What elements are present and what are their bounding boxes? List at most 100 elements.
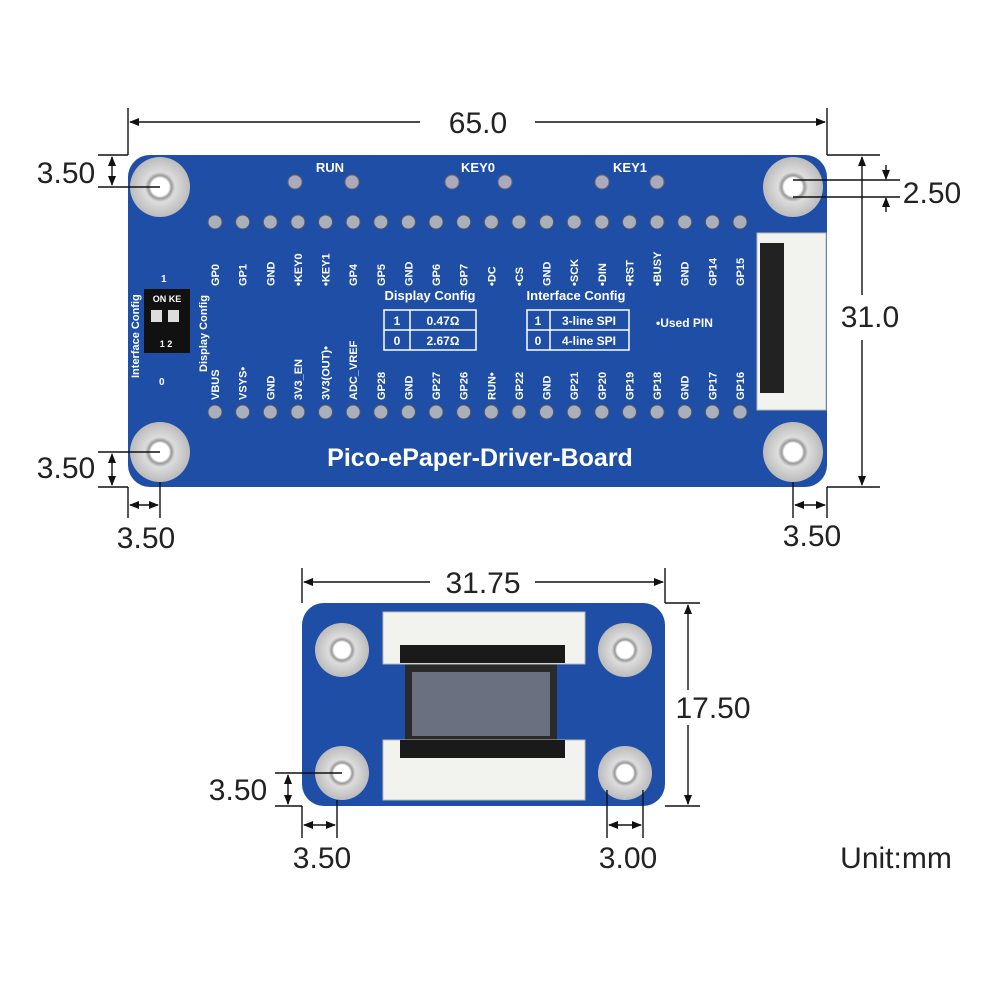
- pin-label: GP18: [652, 372, 664, 400]
- pin-pad: [345, 214, 361, 230]
- pin-label: •DC: [486, 266, 498, 286]
- fpc-connector: [756, 232, 827, 411]
- pin-label: GP16: [735, 372, 747, 400]
- pin-label: GP27: [431, 372, 443, 400]
- board-title: Pico-ePaper-Driver-Board: [327, 444, 633, 472]
- dip-switch: ON KE 1 2 1 0 Interface Config Display C…: [130, 274, 210, 388]
- pin-label: GP1: [238, 264, 250, 286]
- pin-label: GND: [680, 376, 692, 401]
- pin-pad: [290, 404, 306, 420]
- pin-label: GP20: [597, 372, 609, 400]
- pin-pad: [511, 404, 527, 420]
- svg-text:1 2: 1 2: [160, 339, 173, 349]
- pin-pad: [539, 404, 555, 420]
- bottom-left-offset: 3.50: [37, 452, 95, 485]
- button-label-key1: KEY1: [613, 160, 647, 175]
- pin-label: GP19: [624, 372, 636, 400]
- adapter-hole-y: 3.50: [209, 774, 267, 807]
- main-board-dimensions: 65.0 3.50 31.0 2.50 3.50 3.50 3.50: [37, 107, 961, 555]
- svg-text:3-line SPI: 3-line SPI: [562, 314, 616, 328]
- pin-pad: [235, 214, 251, 230]
- pin-pad: [594, 214, 610, 230]
- pin-pad: [428, 404, 444, 420]
- bottom-right-x: 3.50: [783, 520, 841, 553]
- svg-text:2.67Ω: 2.67Ω: [427, 334, 460, 348]
- pin-pad: [207, 404, 223, 420]
- pin-label: ADC_VREF: [348, 340, 360, 400]
- svg-text:0.47Ω: 0.47Ω: [427, 314, 460, 328]
- pin-label: •SCK: [569, 259, 581, 286]
- pin-pad: [345, 404, 361, 420]
- mounting-hole: [315, 623, 369, 677]
- pin-label: GP0: [210, 264, 222, 286]
- pin-pad: [456, 214, 472, 230]
- bottom-left-x: 3.50: [117, 522, 175, 555]
- width-dimension: 65.0: [449, 107, 507, 140]
- pin-pad: [235, 404, 251, 420]
- pin-pad: [318, 214, 334, 230]
- pin-label: GP22: [514, 372, 526, 400]
- pin-label: GP15: [735, 258, 747, 286]
- pin-label: GND: [680, 262, 692, 287]
- pin-pad: [400, 214, 416, 230]
- pin-pad: [594, 404, 610, 420]
- pin-label: •KEY0: [293, 253, 305, 286]
- pin-label: •BUSY: [652, 251, 664, 286]
- svg-text:0: 0: [535, 334, 542, 348]
- interface-config-table: Interface Config 1 3-line SPI 0 4-line S…: [526, 288, 630, 351]
- pin-label: •CS: [514, 267, 526, 286]
- pin-pad: [483, 404, 499, 420]
- svg-text:Interface Config: Interface Config: [527, 288, 626, 303]
- adapter-dimensions: 31.75 17.50 3.50 3.50 3.00: [209, 567, 751, 875]
- pin-label: GP7: [459, 264, 471, 286]
- pin-pad: [621, 404, 637, 420]
- fpc-connector-bottom: [382, 739, 586, 801]
- pin-label: VSYS•: [238, 367, 250, 400]
- used-pin-note: •Used PIN: [656, 316, 713, 330]
- adapter-hole-x-left: 3.50: [293, 842, 351, 875]
- mounting-hole: [763, 422, 823, 482]
- pin-pad: [290, 214, 306, 230]
- pin-pad: [483, 214, 499, 230]
- pin-label: GP5: [376, 264, 388, 286]
- button-pads: [287, 174, 665, 190]
- pin-label: GP28: [376, 372, 388, 400]
- adapter-height: 17.50: [675, 692, 750, 725]
- pin-label: GP14: [707, 257, 719, 286]
- pin-pad: [677, 404, 693, 420]
- mounting-hole: [763, 157, 823, 217]
- svg-text:4-line SPI: 4-line SPI: [562, 334, 616, 348]
- button-label-run: RUN: [316, 160, 344, 175]
- board-pcb: [128, 155, 827, 487]
- pin-label: 3V3(OUT)•: [321, 346, 333, 400]
- pin-label: GND: [265, 262, 277, 287]
- interface-config-label: Interface Config: [130, 294, 142, 378]
- pin-pad: [704, 214, 720, 230]
- pin-pad: [400, 404, 416, 420]
- pin-label: •KEY1: [321, 253, 333, 286]
- pin-pad: [539, 214, 555, 230]
- pin-pad: [318, 404, 334, 420]
- pin-label: GP6: [431, 264, 443, 286]
- svg-text:0: 0: [394, 334, 401, 348]
- pin-pad: [207, 214, 223, 230]
- pin-label: VBUS: [210, 369, 222, 400]
- ribbon-cable: [405, 660, 557, 745]
- display-config-label: Display Config: [198, 295, 210, 372]
- pin-pad: [649, 404, 665, 420]
- svg-text:ON KE: ON KE: [153, 294, 182, 304]
- pin-pad: [649, 214, 665, 230]
- svg-text:1: 1: [535, 314, 542, 328]
- button-label-key0: KEY0: [461, 160, 495, 175]
- pin-pad: [373, 404, 389, 420]
- adapter-width: 31.75: [445, 567, 520, 600]
- mounting-hole: [598, 746, 652, 800]
- pin-label: GND: [403, 262, 415, 287]
- svg-text:1: 1: [161, 274, 167, 285]
- pin-label: RUN•: [486, 372, 498, 400]
- pin-label: 3V3_EN: [293, 359, 305, 400]
- top-left-offset: 3.50: [37, 157, 95, 190]
- pin-pad: [428, 214, 444, 230]
